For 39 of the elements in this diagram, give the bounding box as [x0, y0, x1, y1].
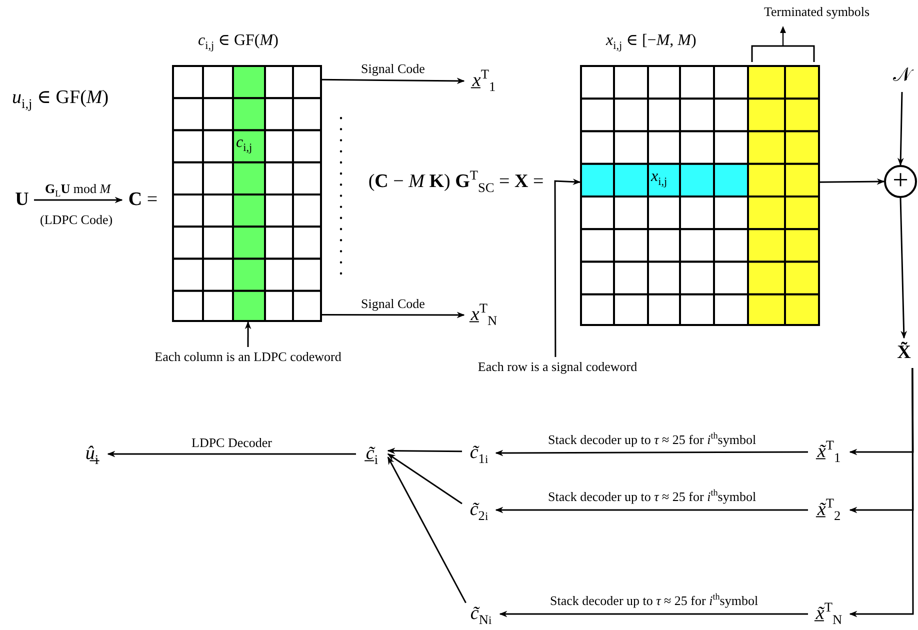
- arrow: [495, 450, 808, 456]
- annotation-text: Terminated symbols: [762, 5, 872, 20]
- arrow: [34, 196, 123, 204]
- cell-label: c$_{i,j}$: [235, 134, 254, 152]
- edge-label: Stack decoder up to τ ≈ 25 for i$^{th}$symbol: [546, 490, 758, 504]
- math-expression: C =: [122, 186, 164, 214]
- summing-junction: +: [884, 165, 917, 198]
- matrix-heading: x$_{i,j}$ ∈ [−M, M): [604, 32, 698, 50]
- edge-label: G$_{L}$U mod M: [43, 182, 113, 196]
- arrow: [495, 506, 808, 514]
- arrow: [387, 448, 462, 454]
- arrow: [820, 178, 885, 185]
- math-symbol: c̲̃$_{i}$: [356, 438, 388, 470]
- arrow: [322, 78, 465, 84]
- cell-label: x$_{i,j}$: [650, 168, 668, 186]
- arrow: [107, 450, 356, 458]
- arrow: [554, 178, 581, 357]
- matrix-heading: c$_{i,j}$ ∈ GF(M): [196, 32, 280, 50]
- annotation-text: Each column is an LDPC codeword: [128, 347, 368, 367]
- edge-label: Signal Code: [359, 296, 427, 312]
- arrow: [499, 610, 808, 618]
- arrow: [387, 456, 466, 604]
- edge-label: Signal Code: [359, 62, 427, 77]
- annotation-text: Each row is a signal codeword: [455, 357, 660, 377]
- math-symbol: U: [10, 186, 34, 214]
- annotation-text: (LDPC Code): [38, 213, 115, 228]
- edge-label: Stack decoder up to τ ≈ 25 for i$^{th}$symbol: [546, 432, 758, 447]
- arrow: [849, 368, 914, 618]
- math-expression: u$_{i,j}$ ∈ GF(M): [10, 88, 111, 109]
- edge-label: LDPC Decoder: [190, 436, 274, 450]
- math-symbol: 𝒩: [888, 60, 916, 92]
- arrow: [900, 198, 908, 339]
- math-expression: (C − M K) G$^{T}$$_{SC}$ = X =: [350, 166, 562, 198]
- edge-label: Stack decoder up to τ ≈ 25 for i$^{th}$symbol: [548, 594, 760, 608]
- arrow: [322, 312, 465, 318]
- arrow: [244, 321, 252, 347]
- arrow: [897, 92, 904, 166]
- arrow: [387, 453, 462, 504]
- math-symbol: X̃: [890, 338, 918, 368]
